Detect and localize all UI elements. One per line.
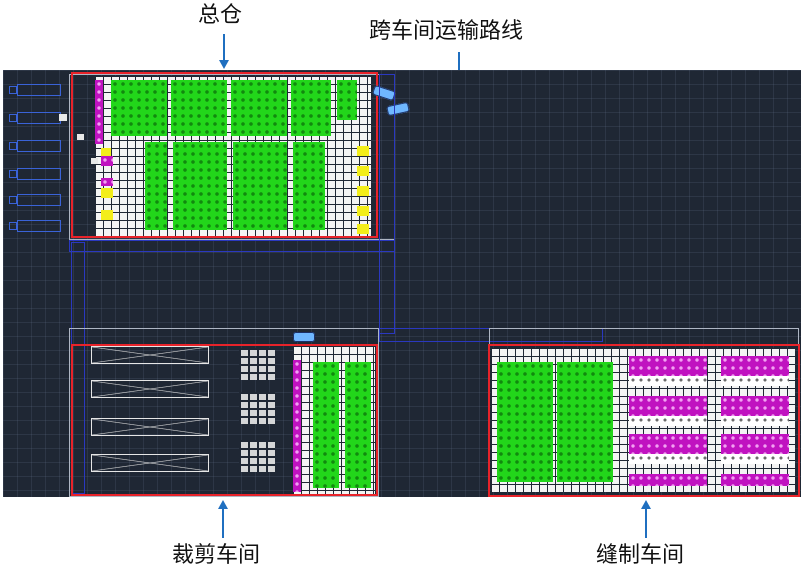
storage-block-magenta xyxy=(629,356,707,376)
storage-block xyxy=(313,362,339,488)
label-cutting-workshop: 裁剪车间 xyxy=(172,543,261,568)
buffer-block xyxy=(357,206,369,216)
cutting-table xyxy=(91,418,209,436)
storage-block-magenta xyxy=(721,396,789,416)
cutting-table xyxy=(91,454,209,472)
storage-block xyxy=(293,142,325,230)
buffer-block xyxy=(357,186,369,196)
sewing-station-block xyxy=(629,376,707,386)
sewing-station-block xyxy=(721,454,789,464)
main-warehouse-highlight xyxy=(71,72,378,238)
sewing-station-block xyxy=(721,416,789,426)
truck-icon xyxy=(9,168,61,180)
cutting-table xyxy=(91,346,209,364)
storage-block xyxy=(233,142,287,230)
route-line xyxy=(379,74,395,334)
sewing-station-block xyxy=(629,454,707,464)
cutting-machine-icon xyxy=(239,440,275,472)
truck-icon xyxy=(9,140,61,152)
truck-icon xyxy=(9,112,61,124)
storage-block xyxy=(111,80,167,136)
agv-icon xyxy=(293,332,315,342)
cutting-table xyxy=(91,380,209,398)
buffer-block xyxy=(101,210,113,220)
arrow-sewing-line xyxy=(645,508,647,538)
truck-icon xyxy=(9,220,61,232)
truck-icon xyxy=(9,84,61,96)
storage-block xyxy=(557,362,613,482)
storage-block xyxy=(173,142,227,230)
forklift-icon xyxy=(59,114,67,121)
storage-block-magenta xyxy=(629,474,707,486)
storage-block xyxy=(231,80,287,136)
sewing-station-block xyxy=(721,376,789,386)
buffer-block xyxy=(101,148,111,156)
storage-block xyxy=(337,80,357,120)
storage-block-magenta xyxy=(101,156,113,166)
buffer-block xyxy=(357,146,369,156)
label-main-warehouse: 总仓 xyxy=(198,3,243,28)
arrow-main-warehouse-head xyxy=(219,60,229,69)
storage-block-magenta xyxy=(629,434,707,454)
storage-block xyxy=(171,80,227,136)
cutting-workshop-highlight xyxy=(71,344,378,496)
storage-block-magenta xyxy=(101,178,113,186)
layout-canvas xyxy=(3,70,801,497)
forklift-icon xyxy=(91,158,98,164)
storage-block-magenta xyxy=(721,434,789,454)
sewing-workshop-highlight xyxy=(488,344,800,497)
cutting-machine-icon xyxy=(239,348,275,380)
label-transport-route: 跨车间运输路线 xyxy=(369,19,524,44)
buffer-block xyxy=(101,188,113,198)
storage-block xyxy=(145,142,167,230)
storage-block-magenta xyxy=(721,474,789,486)
cutting-workshop-outline xyxy=(69,328,379,497)
storage-block xyxy=(345,362,371,488)
storage-block xyxy=(497,362,553,482)
truck-icon xyxy=(9,194,61,206)
arrow-main-warehouse-line xyxy=(223,34,225,62)
storage-block-magenta xyxy=(95,80,103,144)
buffer-block xyxy=(357,224,369,234)
route-line xyxy=(69,240,395,252)
storage-block-magenta xyxy=(293,360,301,492)
arrow-sewing-head xyxy=(641,500,651,509)
sewing-station-block xyxy=(629,416,707,426)
forklift-icon xyxy=(77,134,84,140)
storage-block-magenta xyxy=(629,396,707,416)
storage-block-magenta xyxy=(721,356,789,376)
arrow-cutting-line xyxy=(222,508,224,538)
storage-block xyxy=(291,80,331,136)
arrow-cutting-head xyxy=(218,500,228,509)
cutting-machine-icon xyxy=(239,392,275,424)
buffer-block xyxy=(357,166,369,176)
label-sewing-workshop: 缝制车间 xyxy=(596,543,685,568)
